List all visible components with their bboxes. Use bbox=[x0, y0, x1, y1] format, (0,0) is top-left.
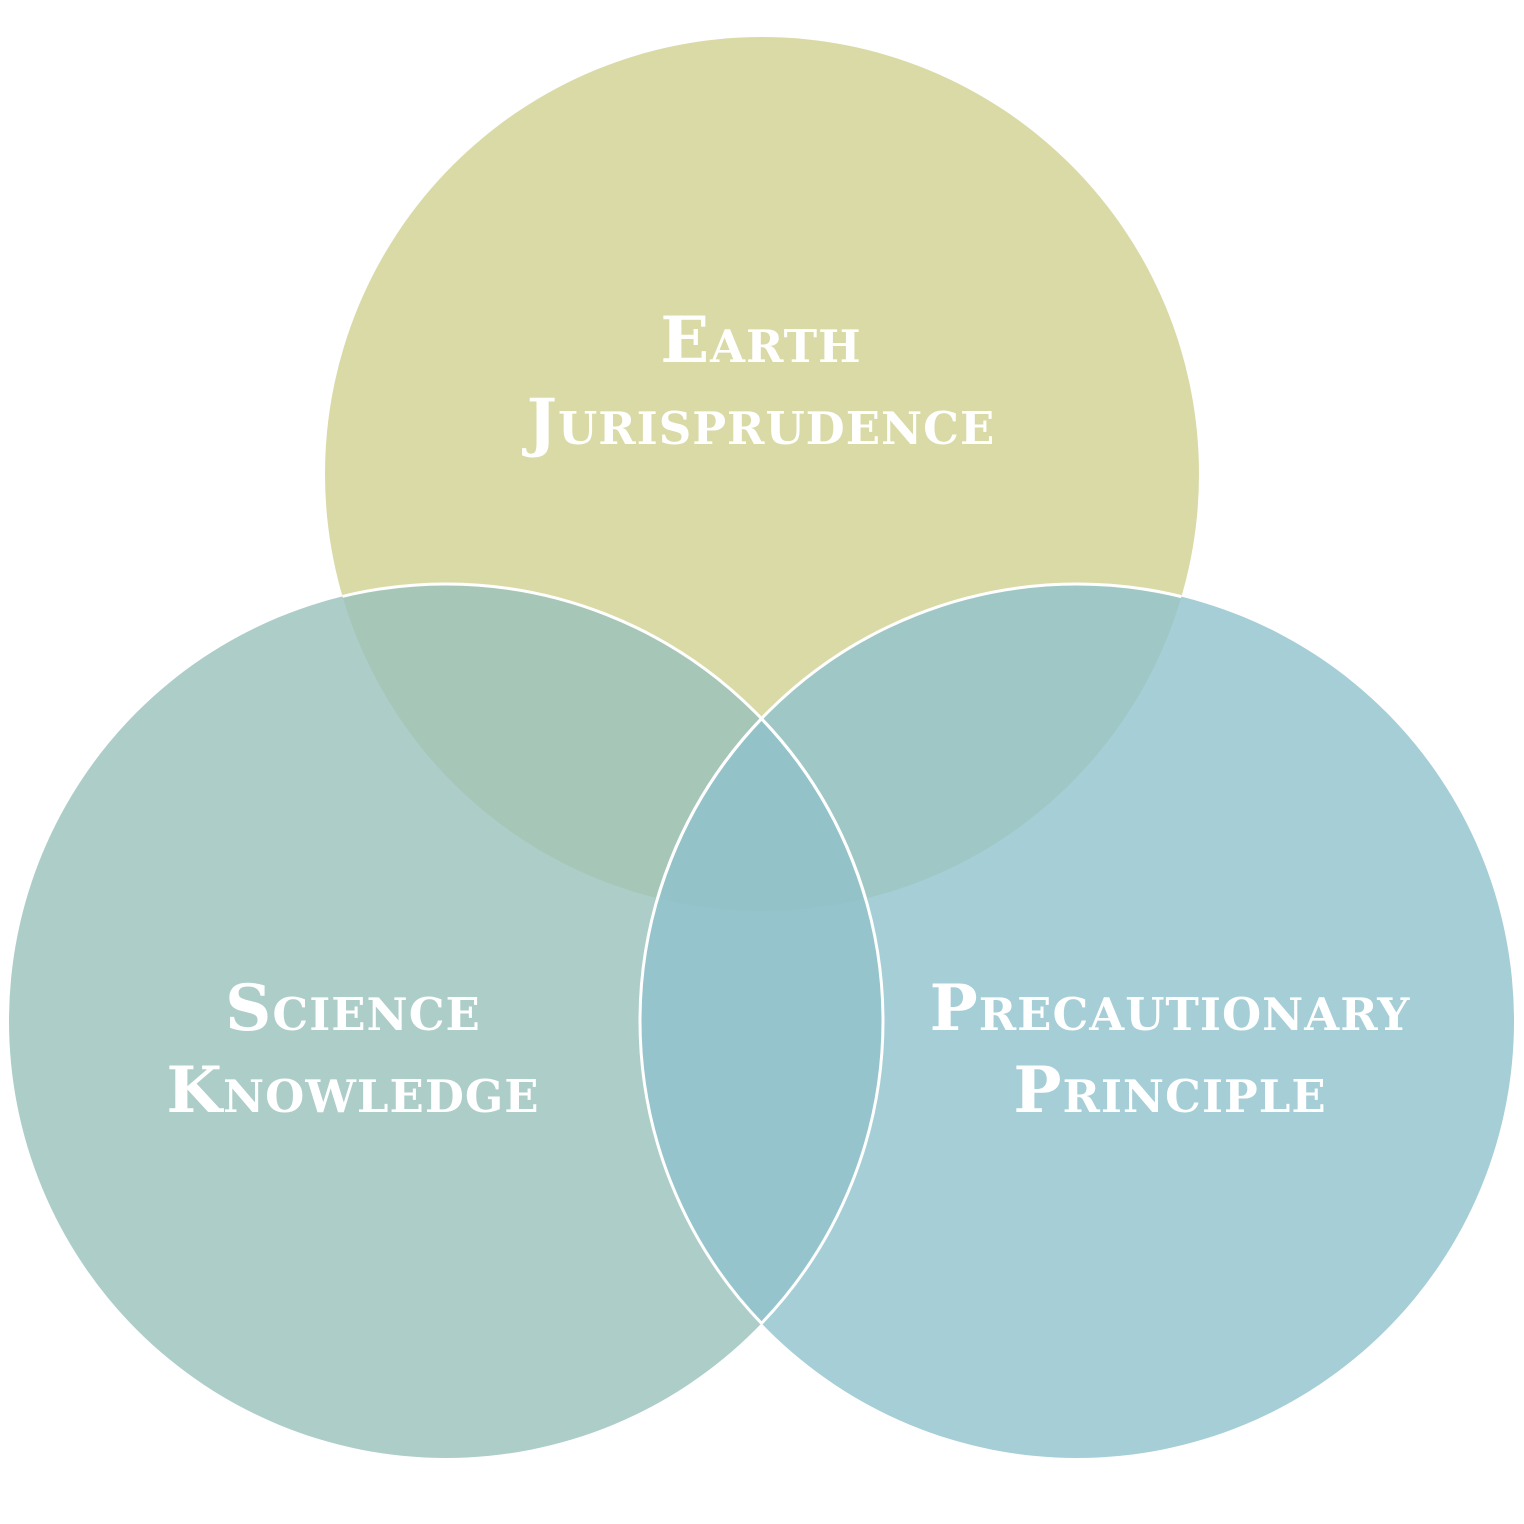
science-knowledge-label: Science Knowledge bbox=[53, 968, 653, 1132]
precautionary-principle-label: Precautionary Principle bbox=[870, 968, 1470, 1132]
earth-label-line1: Earth bbox=[660, 303, 862, 378]
precaution-outline-in-earth bbox=[638, 582, 1199, 911]
science-outline-in-earth bbox=[325, 582, 885, 911]
science-knowledge-circle bbox=[9, 584, 883, 1458]
earth-jurisprudence-label: Earth Jurisprudence bbox=[461, 300, 1061, 464]
precaution-label-line1: Precautionary bbox=[929, 971, 1411, 1046]
precaution-label-line2: Principle bbox=[1013, 1053, 1327, 1128]
earth-label-line2: Jurisprudence bbox=[526, 385, 996, 460]
precautionary-principle-circle bbox=[640, 584, 1514, 1458]
precaution-outline-in-science bbox=[638, 584, 883, 1458]
science-outline-in-precaution bbox=[640, 584, 885, 1458]
science-label-line1: Science bbox=[225, 971, 481, 1046]
overlap-outlines bbox=[325, 582, 1199, 1458]
science-label-line2: Knowledge bbox=[166, 1053, 540, 1128]
